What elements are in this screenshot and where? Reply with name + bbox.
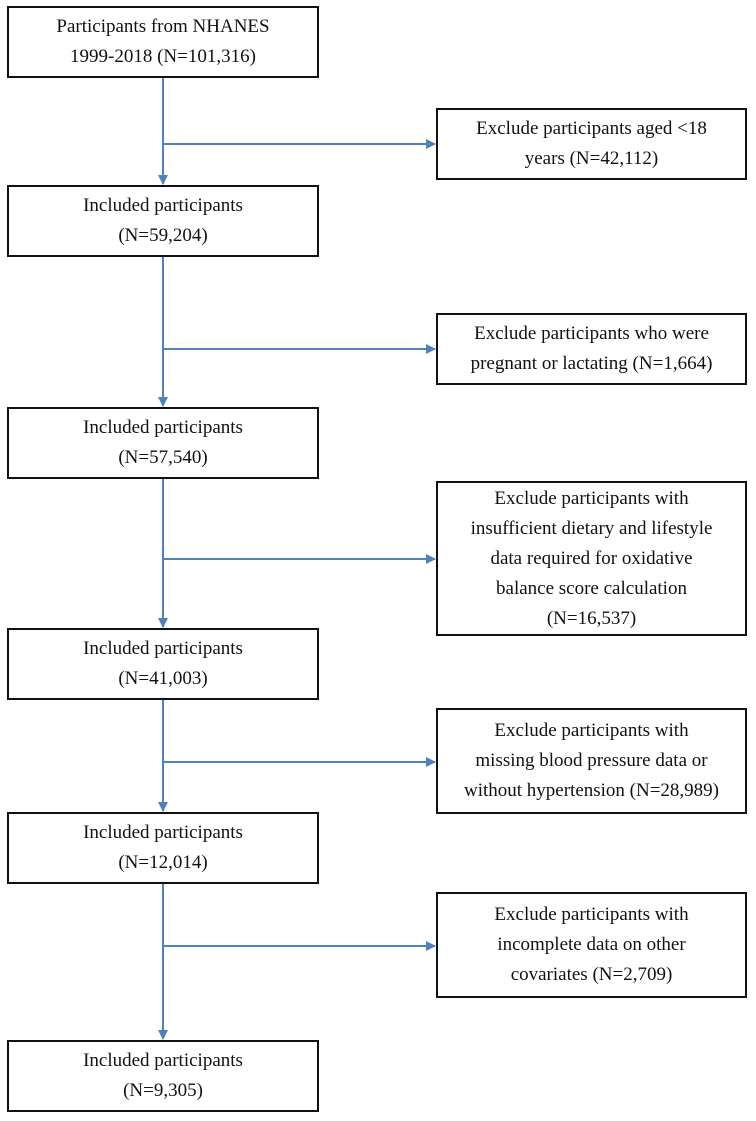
box-text-line: years (N=42,112) xyxy=(524,148,659,169)
box-text-line: (N=57,540) xyxy=(118,447,208,468)
exclusion-box-blood-pressure: Exclude participants with missing blood … xyxy=(436,708,747,814)
box-text-line: (N=9,305) xyxy=(123,1080,203,1101)
box-text-line: incomplete data on other xyxy=(497,934,686,955)
box-text-line: balance score calculation xyxy=(496,577,687,599)
box-text-line: Included participants xyxy=(83,195,243,216)
box-text-line: (N=59,204) xyxy=(118,225,208,246)
box-text-line: Participants from NHANES xyxy=(56,16,270,37)
source-population-box: Participants from NHANES 1999-2018 (N=10… xyxy=(7,6,319,78)
final-sample-box: Included participants (N=9,305) xyxy=(7,1040,319,1112)
box-text-line: (N=12,014) xyxy=(118,852,208,873)
box-text-line: Exclude participants with xyxy=(494,487,689,509)
box-text-line: Exclude participants with xyxy=(494,720,689,741)
box-text-line: pregnant or lactating (N=1,664) xyxy=(470,353,713,374)
box-text-line: Included participants xyxy=(83,638,243,659)
box-text-line: (N=41,003) xyxy=(118,668,208,689)
exclusion-box-pregnancy: Exclude participants who were pregnant o… xyxy=(436,313,747,385)
box-text-line: Included participants xyxy=(83,1050,243,1071)
box-text-line: Exclude participants who were xyxy=(474,323,709,344)
exclusion-box-dietary-data: Exclude participants with insufficient d… xyxy=(436,481,747,636)
exclusion-box-age: Exclude participants aged <18 years (N=4… xyxy=(436,108,747,180)
box-text-line: (N=16,537) xyxy=(546,607,637,629)
box-text-line: insufficient dietary and lifestyle xyxy=(470,517,713,539)
exclusion-box-covariates: Exclude participants with incomplete dat… xyxy=(436,892,747,998)
box-text-line: Exclude participants with xyxy=(494,904,689,925)
box-text-line: data required for oxidative xyxy=(490,547,693,569)
box-text-line: Included participants xyxy=(83,822,243,843)
box-text-line: Included participants xyxy=(83,417,243,438)
included-participants-box-1: Included participants (N=59,204) xyxy=(7,185,319,257)
box-text-line: Exclude participants aged <18 xyxy=(476,118,707,139)
box-text-line: missing blood pressure data or xyxy=(475,750,708,771)
included-participants-box-3: Included participants (N=41,003) xyxy=(7,628,319,700)
box-text-line: 1999-2018 (N=101,316) xyxy=(70,46,256,67)
box-text-line: without hypertension (N=28,989) xyxy=(463,780,720,801)
box-text-line: covariates (N=2,709) xyxy=(510,964,673,985)
included-participants-box-4: Included participants (N=12,014) xyxy=(7,812,319,884)
included-participants-box-2: Included participants (N=57,540) xyxy=(7,407,319,479)
